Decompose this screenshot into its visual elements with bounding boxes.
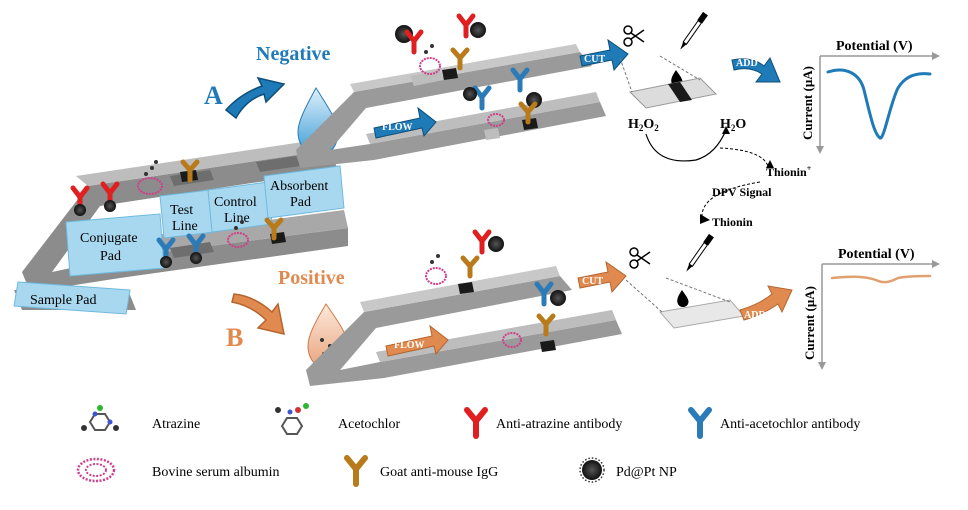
electrode-chip [659,299,745,329]
dpv-plot-a: Potential (V) Current (μA) [800,39,940,154]
dpv-plot-b: Potential (V) Current (μA) [802,247,940,370]
goat-anti-mouse-igg-icon [344,455,368,487]
legend-bsa: Bovine serum albumin [152,465,280,480]
goat-anti-mouse-igg-icon [180,159,200,183]
plot-b-ylabel: Current (μA) [802,286,817,360]
curved-arrow-icon [224,76,286,120]
pd-pt-np-icon [526,92,542,108]
pd-pt-np-icon [488,236,504,252]
legend-goat-igg: Goat anti-mouse IgG [380,465,498,480]
anti-atrazine-antibody-icon [404,29,424,55]
anti-atrazine-antibody-icon [70,185,90,216]
cut-arrow-icon [579,38,629,72]
dropper-icon [686,233,714,272]
h2o2-label: H2O2 [628,117,659,133]
anti-acetochlor-antibody-icon [510,67,530,93]
drop-icon [677,290,689,307]
dropper-icon [680,11,708,50]
conjugate-pad-label-1: Conjugate [80,231,138,246]
acetochlor-molecule-icon [275,403,309,435]
anti-acetochlor-antibody-icon [534,281,554,307]
pd-pt-np-icon [470,22,486,38]
pad-labels: Sample Pad Conjugate Pad Test Line Contr… [13,165,345,315]
thionin-plus-label: Thionin+ [766,164,812,179]
h2o-label: H2O [720,117,746,133]
plot-b-xlabel: Potential (V) [838,247,915,262]
flow-label-b: FLOW [394,340,425,351]
dpv-curve-a [826,68,932,140]
legend-acetochlor: Acetochlor [338,417,401,432]
legend-anti-atrazine: Anti-atrazine antibody [496,417,622,432]
atrazine-molecule-icon [81,405,119,431]
pd-pt-np-icon [463,87,477,101]
bovine-serum-albumin-icon [419,44,441,75]
pd-pt-np-icon [550,290,566,306]
anti-acetochlor-antibody-icon [186,233,206,264]
bovine-serum-albumin-icon [487,113,505,127]
anti-acetochlor-antibody-icon [472,85,492,111]
bovine-serum-albumin-icon [76,457,116,483]
negative-label: Negative [256,43,331,65]
flow-arrow-icon [385,324,449,357]
cut-arrow-icon [577,260,627,294]
absorbent-pad-label-1: Absorbent [270,179,328,194]
add-arrow-icon [731,57,781,83]
pd-pt-np-icon [579,457,605,483]
pd-pt-np-icon [395,25,413,43]
anti-atrazine-antibody-icon [472,229,492,255]
scissors-icon [629,247,651,269]
bovine-serum-albumin-icon [502,332,522,348]
control-line-label-2: Line [224,211,250,226]
main-strip-antibodies [70,159,284,268]
thionin-label: Thionin [712,215,753,229]
legend: Atrazine Acetochlor Anti-atrazine antibo… [76,403,860,487]
anti-atrazine-antibody-icon [464,407,488,439]
goat-anti-mouse-igg-icon [536,313,556,337]
cut-label-b: CUT [582,276,603,287]
panel-a-label: A [204,81,223,110]
test-line-label-1: Test [170,203,193,218]
goat-anti-mouse-igg-icon [460,255,480,279]
sample-pad-label: Sample Pad [30,293,97,308]
curved-arrow-icon [231,293,285,335]
anti-acetochlor-antibody-icon [156,237,176,268]
flow-arrow-icon [373,106,437,139]
add-arrow-icon [739,285,793,321]
legend-pdpt: Pd@Pt NP [616,465,677,480]
dpv-signal-label: DPV Signal [712,185,772,199]
test-line-label-2: Line [172,219,198,234]
dpv-curve-b [830,274,932,284]
scissors-icon [623,25,645,47]
absorbent-pad-label-2: Pad [290,195,311,210]
bovine-serum-albumin-icon [425,254,447,285]
goat-anti-mouse-igg-icon [450,47,470,71]
anti-atrazine-antibody-icon [456,13,476,39]
bovine-serum-albumin-icon [137,160,163,195]
add-label-b: ADD [744,310,766,321]
goat-anti-mouse-igg-icon [518,101,538,125]
legend-anti-acetochlor: Anti-acetochlor antibody [720,417,860,432]
reaction-arc [645,129,727,162]
plot-a-xlabel: Potential (V) [836,39,913,54]
flow-label-a: FLOW [382,122,413,133]
panel-a: A Negative FLOW [204,11,940,229]
goat-anti-mouse-igg-icon [264,217,284,241]
positive-label: Positive [278,267,345,289]
legend-atrazine: Atrazine [152,417,200,432]
conjugate-pad-label-2: Pad [100,249,121,264]
bovine-serum-albumin-icon [227,220,249,248]
panel-b: B Positive FLOW [226,229,940,386]
add-label-a: ADD [736,58,758,69]
anti-acetochlor-antibody-icon [688,407,712,439]
plot-a-ylabel: Current (μA) [800,66,815,140]
control-line-label-1: Control [214,195,257,210]
anti-atrazine-antibody-icon [100,181,120,212]
cut-label-a: CUT [584,54,605,65]
panel-b-label: B [226,323,243,352]
